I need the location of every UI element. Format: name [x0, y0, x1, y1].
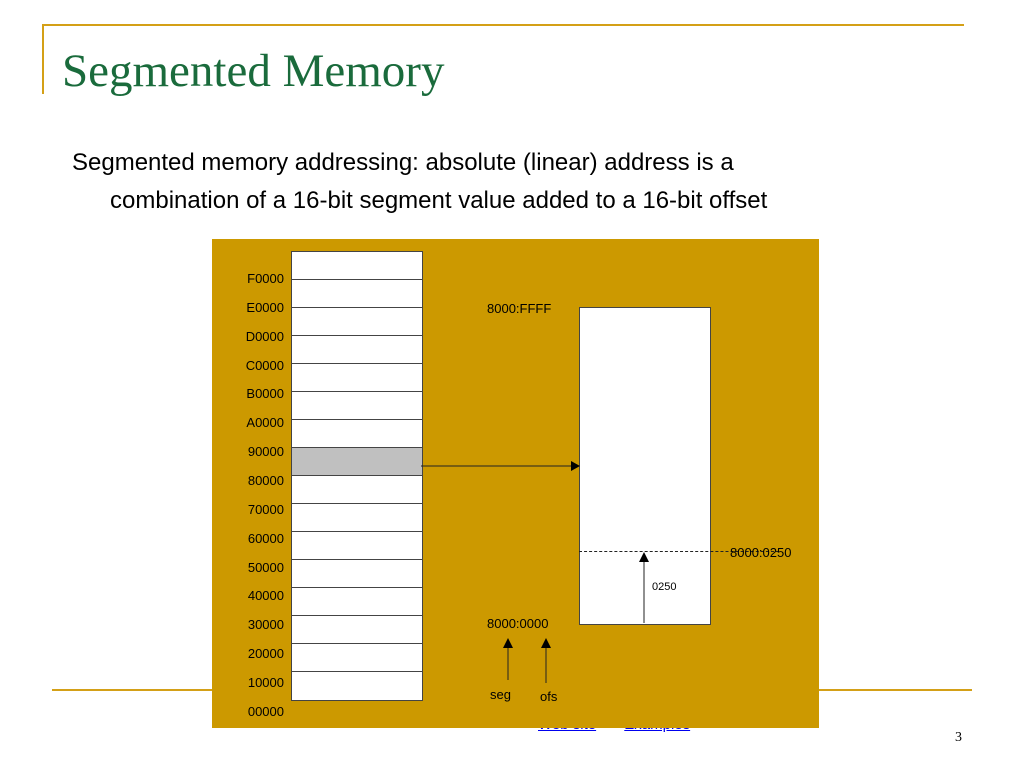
offset-dashed-line — [579, 551, 779, 552]
segment-top-label: 8000:FFFF — [487, 301, 552, 316]
ofs-label: ofs — [540, 689, 558, 704]
offset-arrow-head — [639, 552, 649, 562]
memory-row — [292, 308, 422, 336]
memory-label: 50000 — [247, 560, 284, 575]
memory-row — [292, 280, 422, 308]
memory-row — [292, 532, 422, 560]
bullet-text: Segmented memory addressing: absolute (l… — [72, 144, 992, 220]
memory-row-highlighted — [292, 448, 422, 476]
offset-point-label: 8000:0250 — [730, 545, 792, 560]
memory-map-column — [291, 251, 423, 701]
segment-arrow-head — [571, 461, 580, 471]
memory-row — [292, 476, 422, 504]
memory-label: 10000 — [247, 675, 284, 690]
memory-label: E0000 — [246, 300, 284, 315]
memory-row — [292, 588, 422, 616]
offset-value-label: 0250 — [652, 581, 677, 593]
memory-row — [292, 336, 422, 364]
segment-bottom-label: 8000:0000 — [487, 616, 549, 631]
memory-row — [292, 560, 422, 588]
memory-row — [292, 504, 422, 532]
memory-row — [292, 252, 422, 280]
frame-left-line — [42, 24, 44, 94]
diagram-arrows — [421, 461, 649, 683]
memory-label: 30000 — [247, 617, 284, 632]
memory-row — [292, 364, 422, 392]
memory-row — [292, 420, 422, 448]
memory-label: A0000 — [246, 415, 284, 430]
memory-row — [292, 616, 422, 644]
memory-label: 80000 — [247, 473, 284, 488]
memory-label: 40000 — [247, 588, 284, 603]
memory-diagram: F0000 E0000 D0000 C0000 B0000 A0000 9000… — [212, 239, 819, 728]
slide-title: Segmented Memory — [62, 45, 445, 97]
memory-label: C0000 — [245, 358, 284, 373]
page-number: 3 — [955, 730, 962, 745]
memory-row — [292, 392, 422, 420]
bullet-line-2: combination of a 16-bit segment value ad… — [110, 187, 768, 214]
seg-label: seg — [490, 687, 511, 702]
memory-row — [292, 644, 422, 672]
memory-label: 60000 — [247, 531, 284, 546]
memory-label: 90000 — [247, 444, 284, 459]
ofs-arrow-head — [541, 638, 551, 648]
memory-label: 70000 — [247, 502, 284, 517]
seg-arrow-head — [503, 638, 513, 648]
memory-label: 20000 — [247, 646, 284, 661]
memory-label: 00000 — [247, 704, 284, 719]
frame-top-line — [42, 24, 964, 26]
memory-label: D0000 — [245, 329, 284, 344]
memory-label: F0000 — [247, 271, 284, 286]
bullet-line-1: Segmented memory addressing: absolute (l… — [72, 149, 734, 176]
memory-label: B0000 — [246, 386, 284, 401]
